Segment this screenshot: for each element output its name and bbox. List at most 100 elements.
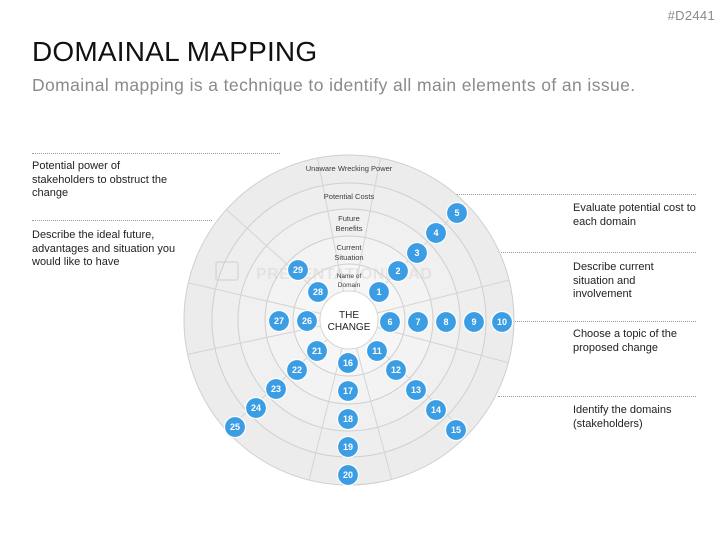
right-separator-3: [512, 321, 696, 322]
domain-bubble: 18: [336, 407, 360, 431]
domain-number: 8: [443, 317, 448, 327]
domain-bubble-circle: [223, 415, 247, 439]
domain-bubble-circle: [424, 221, 448, 245]
domain-bubble: 13: [404, 378, 428, 402]
ring-label-current: Current: [336, 243, 362, 252]
domain-bubble-circle: [444, 418, 468, 442]
ring-label-benefits: Benefits: [335, 224, 362, 233]
domain-bubble-circle: [490, 310, 514, 334]
domain-bubble: 2: [386, 259, 410, 283]
domain-number: 2: [395, 266, 400, 276]
domain-bubble-circle: [406, 310, 430, 334]
domain-bubble: 16: [336, 351, 360, 375]
radial-divider: [184, 281, 321, 314]
domain-bubble: 5: [445, 201, 469, 225]
domain-bubble-circle: [365, 339, 389, 363]
domain-number: 16: [343, 358, 353, 368]
domain-bubble-circle: [336, 351, 360, 375]
domain-bubble-circle: [264, 377, 288, 401]
ring-label-future: Future: [338, 214, 360, 223]
domain-bubble: 22: [285, 358, 309, 382]
domain-bubble: 28: [306, 280, 330, 304]
domain-bubble: 12: [384, 358, 408, 382]
domain-number: 7: [415, 317, 420, 327]
domain-number: 20: [343, 470, 353, 480]
right-separator-1: [456, 194, 696, 195]
domain-bubble-circle: [367, 280, 391, 304]
domain-bubble: 26: [295, 309, 319, 333]
domain-bubble: 9: [462, 310, 486, 334]
domain-bubble: 4: [424, 221, 448, 245]
domain-bubble: 8: [434, 310, 458, 334]
watermark-logo-icon: [215, 261, 239, 281]
center-label-change: CHANGE: [328, 322, 371, 333]
domain-number: 11: [372, 346, 382, 356]
domain-bubble-circle: [462, 310, 486, 334]
ring-label-unaware: Unaware Wrecking Power: [306, 164, 393, 173]
radial-divider: [377, 278, 514, 314]
domain-bubble-circle: [445, 201, 469, 225]
domain-number: 23: [271, 384, 281, 394]
domain-bubble-circle: [306, 280, 330, 304]
note-situation: Describe current situation and involveme…: [573, 261, 654, 300]
note-obstruct: Potential power of stakeholders to obstr…: [32, 160, 168, 199]
domain-number: 5: [454, 208, 459, 218]
domain-number: 22: [292, 365, 302, 375]
domain-bubble-circle: [434, 310, 458, 334]
note-future: Describe the ideal future, advantages an…: [32, 229, 176, 268]
domain-bubble: 20: [336, 463, 360, 487]
domain-bubble: 23: [264, 377, 288, 401]
domain-bubble-circle: [267, 309, 291, 333]
right-separator-2: [496, 252, 696, 253]
domain-number: 17: [343, 386, 353, 396]
domain-bubble: 6: [378, 310, 402, 334]
domain-bubble: 11: [365, 339, 389, 363]
domain-number: 12: [391, 365, 401, 375]
radial-divider: [184, 325, 321, 356]
note-cost: Evaluate potential cost to each domain: [573, 202, 696, 228]
ring-label-domain: Domain: [338, 282, 361, 289]
domain-number: 21: [312, 346, 322, 356]
domain-bubble: 19: [336, 435, 360, 459]
domain-bubble: 24: [244, 396, 268, 420]
domain-bubble: 27: [267, 309, 291, 333]
domain-bubble-circle: [285, 358, 309, 382]
domain-number: 14: [431, 405, 441, 415]
domain-bubble-circle: [336, 463, 360, 487]
domain-number: 1: [376, 287, 381, 297]
domain-bubble: 17: [336, 379, 360, 403]
slide-code: #D2441: [667, 8, 715, 23]
domain-bubble-circle: [424, 398, 448, 422]
domain-bubble-circle: [378, 310, 402, 334]
domain-bubble-circle: [336, 407, 360, 431]
page-title: DOMAINAL MAPPING: [32, 36, 318, 67]
domain-bubble: 25: [223, 415, 247, 439]
radial-divider: [307, 348, 343, 485]
domain-bubble: 29: [286, 258, 310, 282]
domain-number: 29: [293, 265, 303, 275]
domain-bubble-circle: [386, 259, 410, 283]
radial-divider: [354, 155, 382, 292]
domain-number: 18: [343, 414, 353, 424]
domain-number: 3: [414, 248, 419, 258]
domain-bubble-circle: [295, 309, 319, 333]
domain-number: 15: [451, 425, 461, 435]
domain-bubble-circle: [384, 358, 408, 382]
domain-number: 10: [497, 317, 507, 327]
page-subtitle: Domainal mapping is a technique to ident…: [32, 75, 636, 95]
domain-bubble: 1: [367, 280, 391, 304]
domain-bubble: 10: [490, 310, 514, 334]
domain-number: 19: [343, 442, 353, 452]
domain-bubble: 15: [444, 418, 468, 442]
domain-bubble: 3: [405, 241, 429, 265]
center-circle: [319, 290, 379, 350]
domain-bubble: 21: [305, 339, 329, 363]
domain-number: 6: [387, 317, 392, 327]
domain-bubble-circle: [286, 258, 310, 282]
domain-number: 28: [313, 287, 323, 297]
domain-bubble-circle: [336, 379, 360, 403]
domain-bubble-circle: [405, 241, 429, 265]
domain-number: 13: [411, 385, 421, 395]
